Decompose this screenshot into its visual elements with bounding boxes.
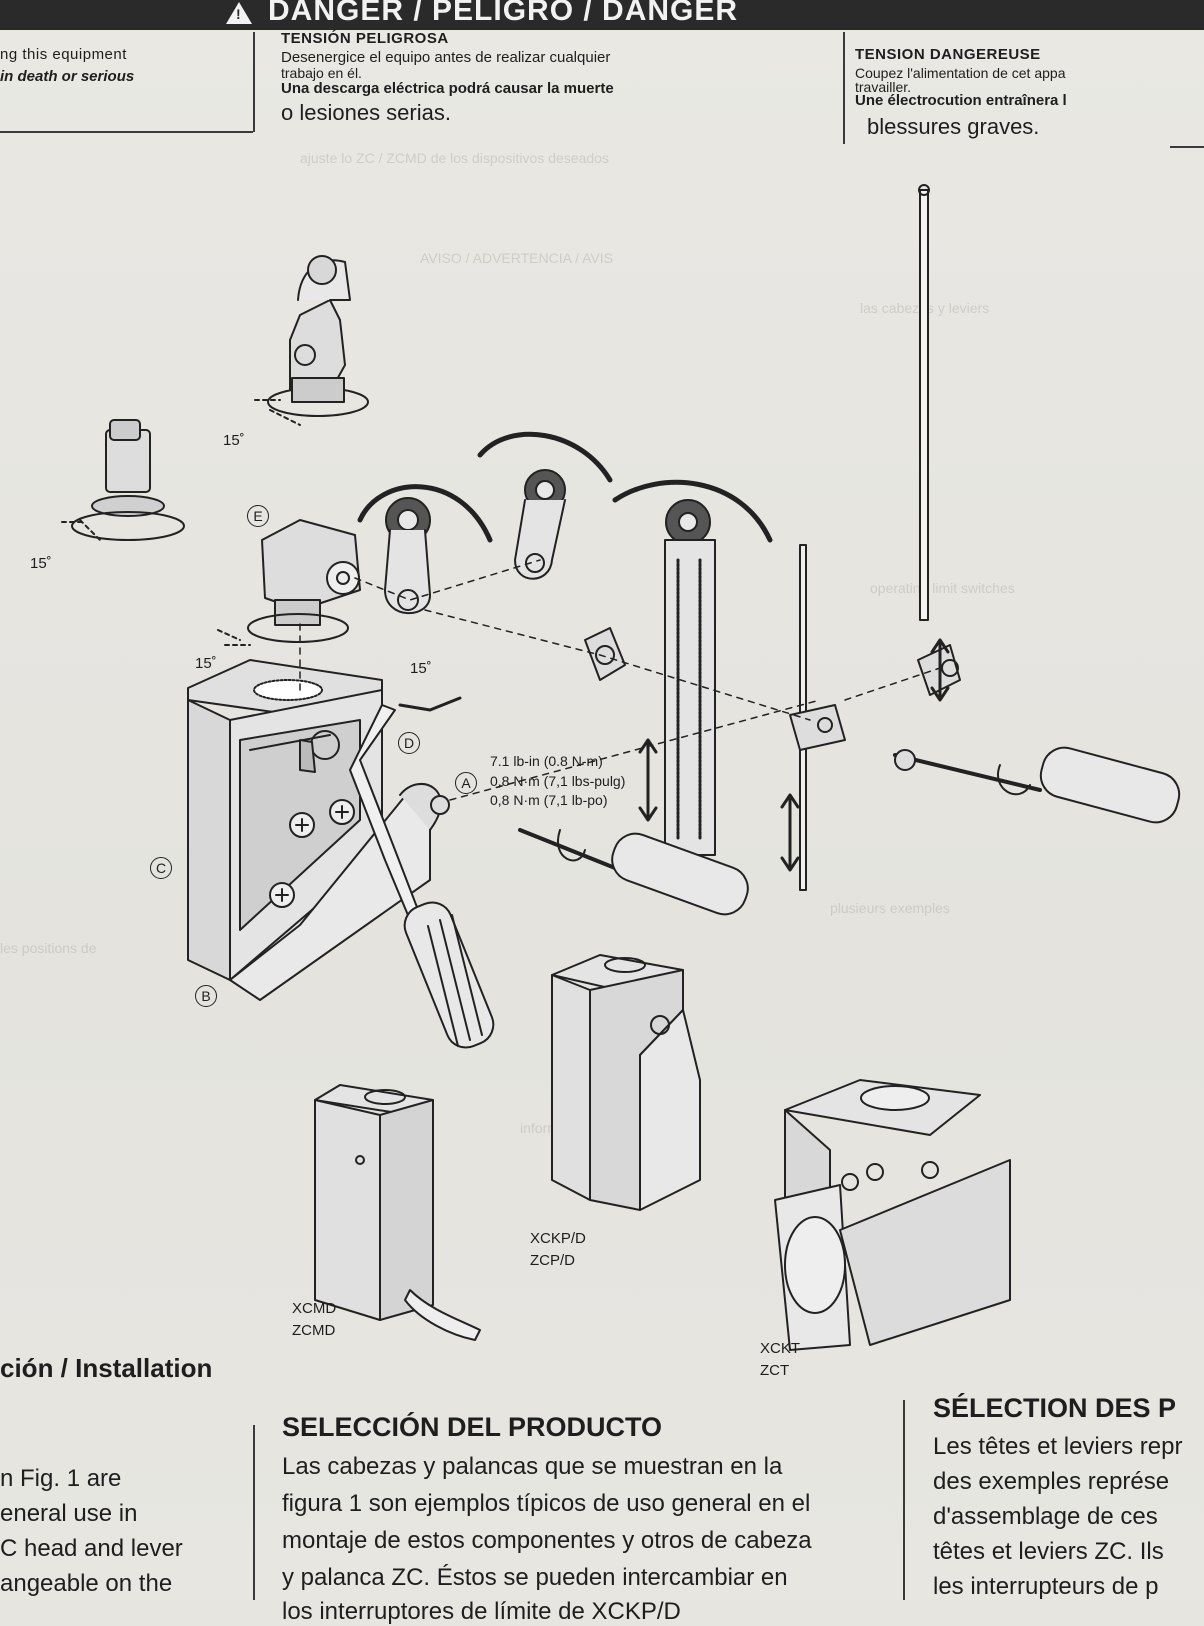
screwdriver-2 (893, 746, 1181, 824)
spanish-warning-line: Desenergice el equipo antes de realizar … (281, 49, 611, 66)
spanish-selection-line: Las cabezas y palancas que se muestran e… (282, 1453, 783, 1480)
column-divider (253, 1425, 255, 1600)
roller-arm-1 (384, 497, 431, 615)
french-selection-line: Les têtes et leviers repr (933, 1433, 1183, 1460)
screwdriver-3 (430, 795, 749, 916)
english-selection-line: C head and lever (0, 1535, 183, 1562)
torque-spec-fr: 0,8 N·m (7,1 lb-po) (490, 792, 608, 808)
rotation-arrows (357, 431, 773, 543)
french-warning-line: travailler. (855, 79, 912, 95)
roller-arm-2 (514, 469, 566, 580)
assembly-lines (299, 559, 941, 801)
callout-a: A (455, 772, 477, 794)
switch-xckt (774, 1079, 1011, 1351)
callout-c: C (150, 857, 172, 879)
switch-xcmd (314, 1084, 481, 1341)
spanish-selection-line: montaje de estos componentes y otros de … (282, 1527, 812, 1554)
switch-body (187, 659, 442, 1001)
french-warning-line: Coupez l'alimentation de cet appa (855, 65, 1066, 81)
danger-banner: ! DANGER / PELIGRO / DANGER (0, 0, 1204, 30)
french-warning-heading: TENSION DANGEREUSE (855, 46, 1041, 63)
model-label: ZCT (760, 1362, 790, 1379)
callout-b: B (195, 985, 217, 1007)
english-warning-line: ng this equipment (0, 46, 127, 63)
french-warning-line: blessures graves. (867, 114, 1040, 139)
spanish-selection-heading: SELECCIÓN DEL PRODUCTO (282, 1412, 663, 1442)
angle-label: 15˚ (223, 432, 245, 449)
column-divider (843, 32, 845, 144)
angle-label: 15˚ (195, 655, 217, 672)
header-rule (1170, 146, 1204, 148)
callout-e: E (247, 505, 269, 527)
spanish-selection-line: figura 1 son ejemplos típicos de uso gen… (282, 1490, 811, 1517)
french-selection-line: les interrupteurs de p (933, 1573, 1159, 1600)
adjust-arrows (398, 638, 950, 872)
adjustable-rod-lever (664, 499, 716, 856)
rod-lever (789, 544, 846, 891)
plunger-head (61, 419, 185, 541)
english-selection-line: n Fig. 1 are (0, 1465, 122, 1492)
french-warning-line: Une électrocution entraînera l (855, 92, 1067, 109)
lever-hub (584, 627, 626, 681)
spanish-warning-line: o lesiones serias. (281, 100, 451, 125)
callout-d: D (398, 732, 420, 754)
french-selection-heading: SÉLECTION DES P (933, 1393, 1177, 1423)
spanish-warning-heading: TENSIÓN PELIGROSA (281, 30, 449, 47)
french-selection-line: têtes et leviers ZC. Ils (933, 1538, 1164, 1565)
english-warning-line: in death or serious (0, 68, 135, 85)
screwdriver-1 (349, 704, 495, 1049)
angle-label: 15˚ (410, 660, 432, 677)
spanish-warning-line: Una descarga eléctrica podrá causar la m… (281, 80, 614, 97)
header-rule (0, 131, 253, 133)
long-rod (917, 184, 961, 696)
warning-triangle-icon: ! (226, 2, 252, 24)
rotary-head (217, 519, 361, 646)
model-label: XCKP/D (530, 1230, 586, 1247)
model-label: XCMD (292, 1300, 337, 1317)
switch-xckp (551, 954, 701, 1211)
spanish-selection-line: los interruptores de límite de XCKP/D (282, 1598, 681, 1625)
model-label: XCKT (760, 1340, 801, 1357)
english-selection-line: eneral use in (0, 1500, 138, 1527)
roller-lever-head (254, 255, 369, 426)
spanish-selection-line: y palanca ZC. Éstos se pueden intercambi… (282, 1564, 788, 1591)
english-selection-line: angeable on the (0, 1570, 173, 1597)
spanish-warning-line: trabajo en él. (281, 65, 362, 81)
model-label: ZCP/D (530, 1252, 575, 1269)
installation-heading: ción / Installation (0, 1353, 213, 1383)
torque-spec-es: 0,8 N·m (7,1 lbs-pulg) (490, 773, 626, 789)
french-selection-line: d'assemblage de ces (933, 1503, 1158, 1530)
torque-spec-en: 7.1 lb-in (0.8 N-m) (490, 753, 603, 769)
column-divider (253, 32, 255, 132)
model-label: ZCMD (292, 1322, 336, 1339)
banner-title: DANGER / PELIGRO / DANGER (268, 0, 739, 27)
french-selection-line: des exemples représe (933, 1468, 1170, 1495)
angle-label: 15˚ (30, 555, 52, 572)
column-divider (903, 1400, 905, 1600)
